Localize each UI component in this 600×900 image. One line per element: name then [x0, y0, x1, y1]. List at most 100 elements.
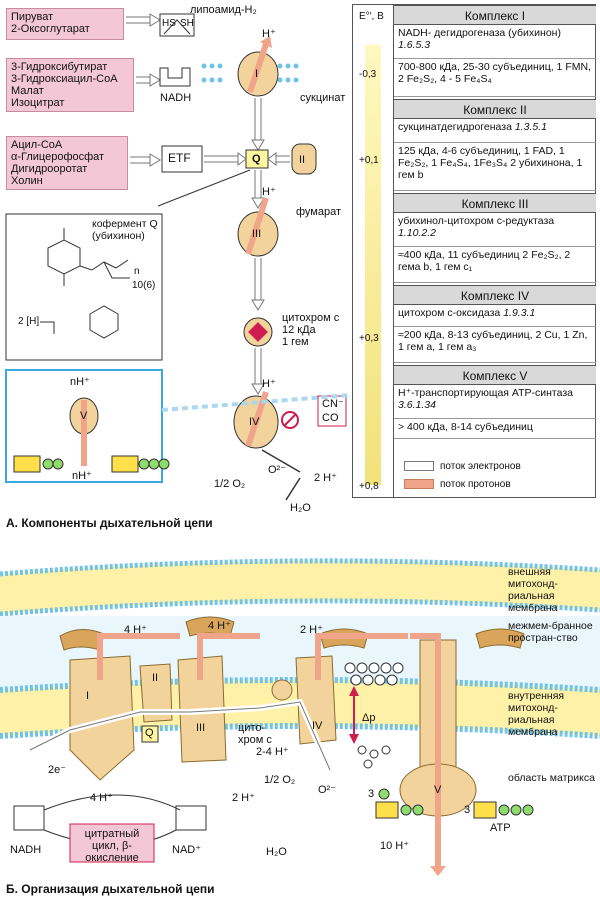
legend-electrons: поток электронов — [404, 461, 521, 473]
h2o-a: H₂O — [290, 502, 311, 514]
substrate-hydroxybutyrate: 3-Гидроксибутират — [11, 61, 108, 73]
fumarate-label: фумарат — [296, 206, 342, 218]
co-label: CO — [322, 412, 339, 424]
complex-v-details: > 400 кДа, 8-14 субъединиц — [394, 419, 596, 439]
electron-arrow-icon — [404, 461, 434, 472]
panel-a-title: А. Компоненты дыхательной цепи — [6, 516, 213, 530]
cycle-box — [69, 823, 155, 863]
complex-v-name-row: H⁺-транспортирующая АТР-синтаза 3.6.1.34 — [394, 385, 596, 419]
nh-top-label: nH⁺ — [70, 376, 90, 388]
delta-p-label: Δp — [362, 712, 376, 724]
proton-cluster — [344, 662, 404, 769]
lipoamide-label: липоамид-H₂ — [190, 4, 257, 16]
etf-label: ETF — [168, 151, 191, 165]
h-plus-i: H⁺ — [262, 28, 276, 40]
cyto-c-title: цитохром с — [282, 312, 340, 324]
cyto-c-mass: 12 кДа — [282, 324, 316, 336]
redox-gradient-bar — [365, 45, 381, 485]
h-plus-iv: H⁺ — [262, 378, 276, 390]
tick-plus-01: +0,1 — [359, 155, 379, 166]
complex-ii-details: 125 кДа, 4-6 субъединиц, 1 FAD, 1 Fe₂S₂,… — [394, 143, 596, 191]
complex-iv-name: цитохром с-оксидаза — [398, 307, 501, 319]
coq-2h-label: 2 [H] — [18, 316, 40, 327]
substrate-pyruvate: Пируват — [11, 11, 54, 23]
tick-minus-03: -0,3 — [359, 69, 377, 80]
o2minus-a: O²⁻ — [268, 464, 287, 476]
outer-membrane — [0, 558, 600, 617]
legend-electrons-label: поток электронов — [440, 461, 521, 472]
h2-bottom-label: 2 H⁺ — [232, 792, 255, 804]
complex-i-header: Комплекс I — [394, 5, 596, 25]
proton-arrow-i — [247, 43, 269, 93]
complex-iii-details: ≈400 кДа, 11 субъединиц 2 Fe₂S₂, 2 гема … — [394, 247, 596, 283]
roman-iii-b: III — [196, 722, 206, 734]
roman-v-b: V — [434, 784, 442, 796]
legend-protons-label: поток протонов — [440, 479, 511, 490]
panel-a-diagram — [5, 13, 351, 501]
atp-label: ATP — [490, 822, 511, 834]
coq-subscript-n: n — [134, 266, 140, 277]
nadh-label-a: NADH — [160, 92, 192, 104]
roman-iv-a: IV — [249, 416, 260, 428]
legend: поток электронов поток протонов — [394, 451, 596, 497]
lipoamide-shape — [159, 13, 195, 37]
cycle-label: цитратный цикл, β-окисление — [84, 828, 140, 864]
succinate-label: сукцинат — [300, 92, 346, 104]
h-plus-iii: H⁺ — [262, 186, 276, 198]
h4-b-label: 4 H⁺ — [208, 620, 231, 632]
substrate-box-3: Ацил-CoA α-Глицерофосфат Дигидрооротат Х… — [6, 136, 128, 190]
substrate-hydroxyacyl-coa: 3-Гидроксиацил-CoA — [11, 73, 118, 85]
substrate-isocitrate: Изоцитрат — [11, 97, 65, 109]
h2-top-label: 2 H⁺ — [300, 624, 323, 636]
roman-i-b: I — [86, 690, 90, 702]
nadh-shape — [159, 67, 191, 87]
complex-iv-header: Комплекс IV — [394, 285, 596, 305]
matrix-label: область матрикса — [508, 772, 595, 784]
substrate-box-1: Пируват 2-Оксоглутарат — [6, 8, 124, 40]
nadh-label-b: NADH — [10, 844, 42, 856]
sh-label: SH — [180, 18, 194, 29]
tick-plus-03: +0,3 — [359, 333, 379, 344]
tick-plus-08: +0,8 — [359, 481, 379, 492]
substrate-glycerophosphate: α-Глицерофосфат — [11, 151, 105, 163]
complex-i-shape-b — [69, 655, 135, 781]
complex-iii-header: Комплекс III — [394, 193, 596, 213]
proton-arrow-icon — [404, 479, 434, 490]
complex-ii-ec: 1.3.5.1 — [514, 121, 547, 133]
coq-panel — [5, 213, 163, 361]
e2-label: 2e⁻ — [48, 764, 67, 776]
h4-a-label: 4 H⁺ — [124, 624, 147, 636]
roman-ii-b: II — [152, 672, 159, 684]
complex-i-name-row: NADH- дегидрогеназа (убихинон) 1.6.5.3 — [394, 25, 596, 59]
q-label-b: Q — [145, 727, 154, 739]
roman-iv-b: IV — [312, 720, 323, 732]
q-label-a: Q — [252, 153, 261, 165]
complex-v-name: H⁺-транспортирующая АТР-синтаза — [398, 387, 573, 399]
complex-iii-name: убихинол-цитохром с-редуктаза — [398, 215, 555, 227]
substrate-oxoglutarate: 2-Оксоглутарат — [11, 23, 90, 35]
inner-membrane-label: внутренняя митохонд-риальная мембрана — [508, 690, 565, 738]
cn-label: CN⁻ — [322, 398, 344, 410]
complex-iv-name-row: цитохром с-оксидаза 1.9.3.1 — [394, 305, 596, 327]
h2o-b: H₂O — [266, 846, 287, 858]
complex-ii-name-row: сукцинатдегидрогеназа 1.3.5.1 — [394, 119, 596, 143]
roman-v-a: V — [80, 410, 88, 422]
cyto-c-heme: 1 гем — [282, 336, 309, 348]
nad-label-b: NAD⁺ — [172, 844, 202, 856]
panel-b-diagram — [0, 558, 600, 876]
complex-iv-details: ≈200 кДа, 8-13 субъединиц, 2 Cu, 1 Zn, 1… — [394, 327, 596, 363]
roman-ii-a: II — [299, 154, 306, 166]
half-o2-b: 1/2 O₂ — [264, 774, 296, 786]
o2minus-b: O²⁻ — [318, 784, 337, 796]
h24-label: 2-4 H⁺ — [256, 746, 289, 758]
three-a-label: 3 — [368, 788, 375, 800]
complex-ii-shape — [291, 143, 317, 175]
coq-subscript-10-6: 10(6) — [132, 280, 156, 291]
complex-iv-ec: 1.9.3.1 — [503, 307, 536, 319]
complex-i-details: 700-800 кДа, 25-30 субъединиц, 1 FMN, 2 … — [394, 59, 596, 97]
nh-bottom-label: nH⁺ — [72, 470, 92, 482]
coq-structure — [40, 228, 130, 339]
complex-v-header: Комплекс V — [394, 365, 596, 385]
two-h-a: 2 H⁺ — [314, 472, 337, 484]
complex-ii-shape-b — [139, 663, 173, 723]
